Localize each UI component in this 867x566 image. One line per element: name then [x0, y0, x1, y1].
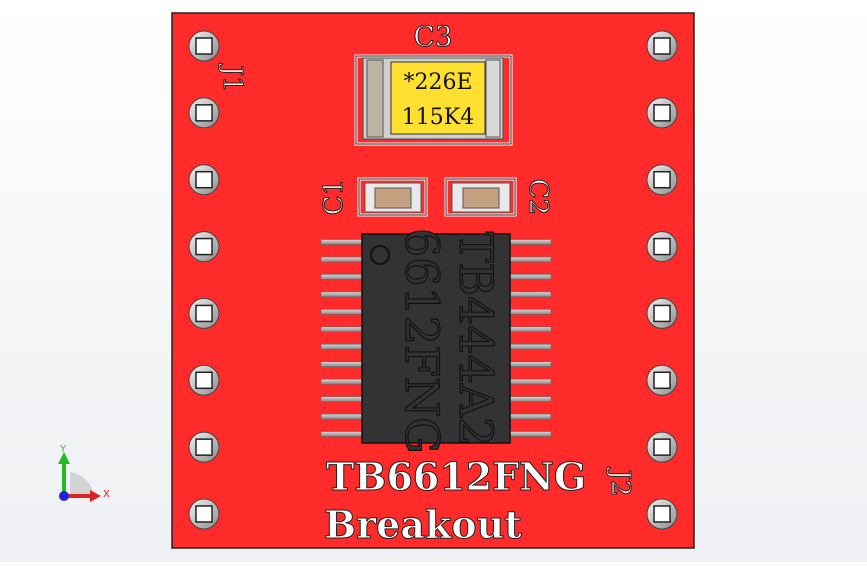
j1-pad [188, 364, 220, 396]
j1-pad [188, 498, 220, 530]
ic-lead [320, 239, 364, 245]
ic-lead [320, 413, 364, 420]
ic-pin1-marker [370, 245, 390, 265]
c3-body [390, 61, 486, 135]
j2-pad [646, 431, 678, 463]
c2-ref-label: C2 [523, 179, 553, 215]
j1-pad [188, 164, 220, 196]
j2-pad [646, 231, 678, 263]
ic-lead [320, 431, 364, 437]
j2-label: J2 [605, 467, 635, 497]
triad-y-label: Y [59, 444, 67, 455]
j2-pad [646, 30, 678, 62]
header-j2-pads [646, 30, 678, 530]
c3-marking-line1: *226E [403, 70, 472, 95]
ic-lead [320, 343, 364, 350]
j2-pad [646, 297, 678, 329]
j1-pad [188, 97, 220, 129]
j2-pad [646, 364, 678, 396]
triad-x-label: X [103, 489, 110, 500]
ic-lead [508, 431, 552, 437]
ic-marking-line1: TB444A2 [449, 232, 503, 447]
ic-lead [508, 274, 552, 280]
ic-tb6612fng: TB444A2 6612FNG [361, 227, 511, 455]
j2-pad [646, 97, 678, 129]
j2-pad [646, 164, 678, 196]
board-title-line2: Breakout [324, 502, 522, 547]
ic-lead [320, 396, 364, 402]
j2-pad [646, 498, 678, 530]
ic-lead [508, 239, 552, 245]
triad-x-arrow [90, 490, 101, 502]
ic-marking-line2: 6612FNG [395, 228, 449, 454]
ic-lead [508, 291, 552, 298]
triad-arc [70, 472, 94, 496]
c3-marking-line2: 115K4 [402, 105, 474, 130]
c1-ref-label: C1 [319, 179, 349, 215]
capacitor-c1 [357, 177, 428, 217]
j1-label: J1 [217, 63, 247, 93]
ic-lead [320, 378, 364, 385]
triad-y-arrow [58, 452, 70, 464]
triad-z-axis [59, 491, 69, 501]
ic-lead [320, 309, 364, 315]
ic-lead [508, 361, 552, 367]
j1-pad [188, 231, 220, 263]
ic-lead [320, 291, 364, 298]
ic-lead [320, 256, 364, 263]
ic-lead [508, 309, 552, 315]
ic-lead [508, 413, 552, 420]
board-title-line1: TB6612FNG [326, 454, 586, 499]
c3-ref-label: C3 [413, 20, 452, 53]
ic-lead [508, 343, 552, 350]
ic-lead [508, 326, 552, 333]
ic-lead [320, 326, 364, 333]
j1-pad [188, 431, 220, 463]
ic-lead [508, 378, 552, 385]
ic-lead [320, 274, 364, 280]
ic-lead [508, 256, 552, 263]
j1-pad [188, 30, 220, 62]
header-j1-pads [188, 30, 220, 530]
ic-lead [320, 361, 364, 367]
capacitor-c3: *226E 115K4 [354, 54, 513, 146]
ic-body [361, 233, 511, 444]
coordinate-triad: Y X [58, 444, 110, 502]
ic-lead [508, 396, 552, 402]
capacitor-c2 [444, 177, 517, 217]
j1-pad [188, 297, 220, 329]
